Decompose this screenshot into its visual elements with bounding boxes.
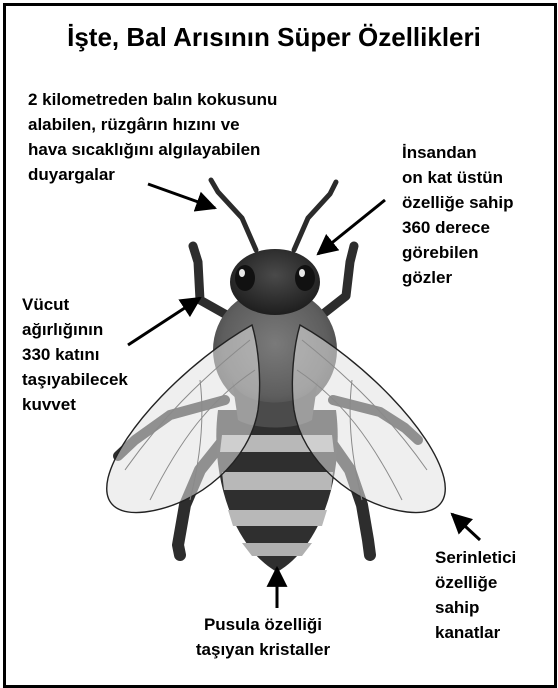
arrow-strength	[128, 298, 200, 345]
bee-eye-left	[235, 265, 255, 291]
bee-head	[230, 249, 320, 315]
label-strength: Vücut ağırlığının 330 katını taşıyabilec…	[22, 292, 128, 417]
arrow-antennae	[148, 184, 215, 208]
bee-eye-right	[295, 265, 315, 291]
label-wings: Serinletici özelliğe sahip kanatlar	[435, 545, 516, 645]
arrow-wings	[452, 514, 480, 540]
label-antennae: 2 kilometreden balın kokusunu alabilen, …	[28, 87, 277, 187]
label-crystals: Pusula özelliği taşıyan kristaller	[168, 612, 358, 662]
label-eyes: İnsandan on kat üstün özelliğe sahip 360…	[402, 140, 513, 290]
bee-antennae	[211, 180, 336, 250]
page-title: İşte, Bal Arısının Süper Özellikleri	[0, 22, 548, 53]
